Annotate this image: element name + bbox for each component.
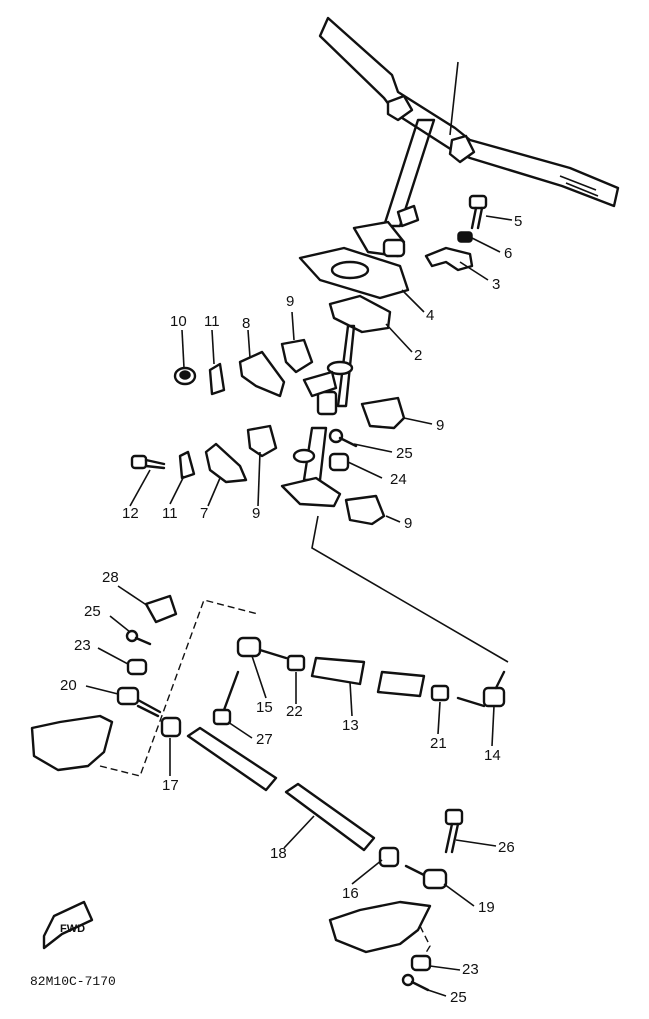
steering-shaft-2	[316, 294, 392, 416]
plate-11-upper	[208, 362, 226, 396]
callout: 21	[430, 735, 447, 752]
callout: 27	[256, 731, 273, 748]
callout: 22	[286, 703, 303, 720]
drawing-code: 82M10C-7170	[30, 974, 116, 989]
plate-11-lower	[178, 450, 196, 480]
arm-plate	[302, 370, 338, 398]
bolt-5	[468, 194, 488, 230]
bolt-27	[212, 670, 240, 726]
callout: 17	[162, 777, 179, 794]
leader-lines	[85, 215, 513, 997]
lower-shaft	[280, 426, 342, 508]
knuckle-right	[328, 900, 432, 954]
nut-23-upper	[126, 658, 148, 676]
tube	[186, 726, 278, 792]
callout: 10	[170, 313, 187, 330]
bolt-25-upper	[125, 629, 152, 646]
bushing-9-c	[344, 494, 386, 526]
fwd-label: FWD	[60, 923, 85, 935]
callout: 2	[414, 347, 422, 364]
callout: 25	[450, 989, 467, 1006]
bushing-17	[160, 716, 182, 738]
spacer	[376, 670, 426, 698]
callout: 24	[390, 471, 407, 488]
callout: 26	[498, 839, 515, 856]
bolt-25-lower	[401, 973, 430, 992]
nut-6	[457, 231, 473, 243]
callout: 6	[504, 245, 512, 262]
bolt-12	[130, 454, 166, 470]
clamp-3	[424, 246, 474, 272]
steering-column	[352, 118, 436, 258]
bracket-8	[238, 350, 286, 398]
callout-labels: 5 6 3 4 2 9 10 11 8 9 25 24 12 11 7 9 9 …	[60, 213, 522, 1006]
callout: 11	[204, 313, 220, 330]
callout: 23	[462, 961, 479, 978]
cap-10	[173, 366, 197, 386]
callout: 15	[256, 699, 273, 716]
callout: 8	[242, 315, 250, 332]
rod-end-20	[116, 686, 162, 718]
cap-28	[144, 594, 178, 624]
callout: 9	[252, 505, 260, 522]
forward-arrow-icon: FWD	[42, 900, 94, 950]
rod-end-19	[404, 864, 448, 890]
callout: 23	[74, 637, 91, 654]
callout: 25	[396, 445, 413, 462]
connection-line	[311, 515, 509, 663]
dashed-bracket-left	[99, 599, 259, 777]
nut-23-lower	[410, 954, 432, 972]
bushing-9-a	[280, 338, 314, 374]
plate-4	[298, 246, 410, 300]
rod-end-14	[456, 670, 506, 708]
callout: 3	[492, 276, 500, 293]
collar-22	[286, 654, 306, 672]
bushing-9-b	[360, 396, 406, 430]
centre-line	[449, 61, 459, 136]
knuckle-left	[30, 714, 114, 772]
rod-end-15	[236, 636, 288, 660]
shaft-18	[284, 782, 376, 852]
bolt-26	[444, 808, 464, 854]
callout: 9	[286, 293, 294, 310]
callout: 13	[342, 717, 359, 734]
sleeve-13	[310, 656, 366, 686]
collar-21	[430, 684, 450, 702]
callout: 18	[270, 845, 287, 862]
callout: 4	[426, 307, 434, 324]
bolt-25-mid	[328, 428, 358, 448]
callout: 7	[200, 505, 208, 522]
handlebar	[318, 16, 620, 208]
callout: 25	[84, 603, 101, 620]
callout: 5	[514, 213, 522, 230]
callout: 9	[404, 515, 412, 532]
callout: 11	[162, 505, 178, 522]
callout: 28	[102, 569, 119, 586]
clamp-7	[204, 442, 248, 484]
dashed-bracket-right	[419, 925, 431, 957]
callout: 9	[436, 417, 444, 434]
bushing-9-d	[246, 424, 278, 458]
nut-24	[328, 452, 350, 472]
callout: 20	[60, 677, 77, 694]
callout: 16	[342, 885, 359, 902]
callout: 12	[122, 505, 139, 522]
callout: 19	[478, 899, 495, 916]
collar-16	[378, 846, 400, 868]
callout: 14	[484, 747, 501, 764]
